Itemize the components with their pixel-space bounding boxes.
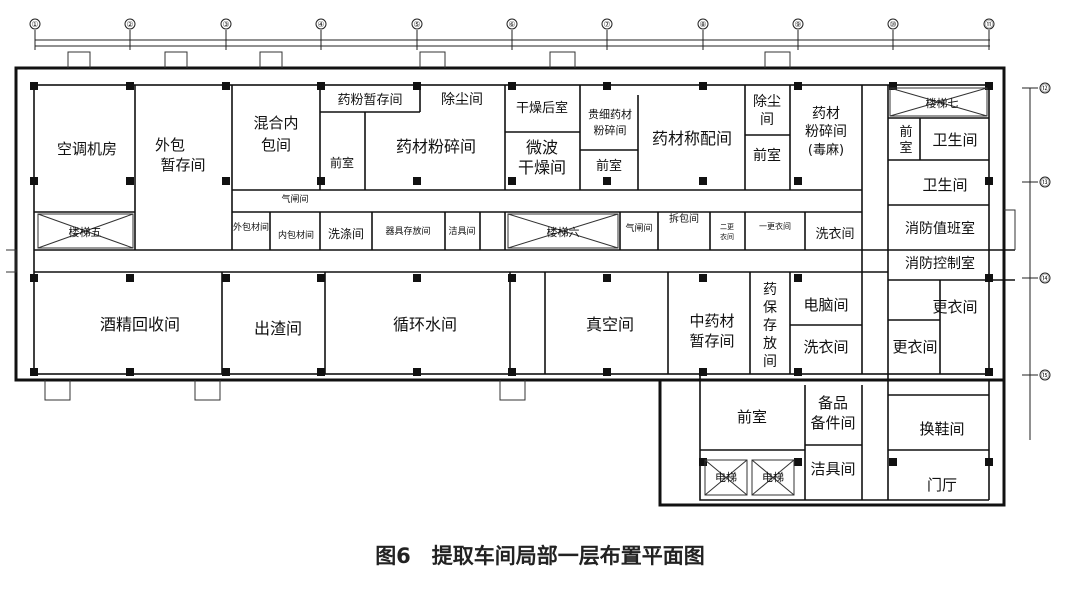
axis-label: ③ xyxy=(222,20,229,29)
room-dry-after: 干燥后室 xyxy=(516,100,568,116)
room-microwave-line2: 干燥间 xyxy=(518,158,566,177)
room-ante-4-line1: 前 xyxy=(899,124,912,140)
axis-label: ⑫ xyxy=(1041,84,1049,93)
room-ante-2: 前室 xyxy=(596,158,622,174)
axis-label: ① xyxy=(31,20,38,29)
axis-label: ⑨ xyxy=(794,20,801,29)
axis-label: ⑩ xyxy=(889,20,896,29)
top-axis-grid: ① ② ③ ④ ⑤ ⑥ ⑦ ⑧ ⑨ ⑩ ⑪ xyxy=(29,18,995,50)
room-fire-control: 消防控制室 xyxy=(905,255,975,272)
structural-columns xyxy=(30,82,993,466)
room-fire-duty: 消防值班室 xyxy=(905,220,975,237)
room-ac-room: 空调机房 xyxy=(57,140,117,158)
room-ante-1: 前室 xyxy=(330,155,354,170)
room-airlock-2: 气闸间 xyxy=(625,222,652,234)
room-outer-pack-line2: 暂存间 xyxy=(160,156,205,174)
room-tcm-line2: 暂存间 xyxy=(689,332,734,350)
room-change-b: 更衣间 xyxy=(892,338,937,356)
room-wc-2: 卫生间 xyxy=(922,176,967,194)
room-fine-store-2: 保 xyxy=(763,300,777,316)
room-mix-line2: 包间 xyxy=(261,136,291,154)
room-fine-store-1: 药 xyxy=(763,282,777,298)
room-change2-line2: 衣间 xyxy=(720,232,734,241)
stair-icons xyxy=(37,87,988,496)
room-toxic-line2: 粉碎间 xyxy=(805,124,847,140)
right-axis-grid: ⑫ ⑬ ⑭ ⑮ xyxy=(1022,82,1051,440)
room-wash: 洗涤间 xyxy=(328,227,364,241)
room-clean-tool-2: 洁具间 xyxy=(810,460,855,478)
axis-label: ⑮ xyxy=(1041,371,1049,380)
room-change1: 一更衣间 xyxy=(759,221,791,231)
room-mix-line1: 混合内 xyxy=(253,114,298,132)
room-laundry-1: 洗衣间 xyxy=(815,226,854,242)
room-airlock-1: 气闸间 xyxy=(281,193,308,205)
room-labels: 空调机房 外包 暂存间 混合内 包间 药粉暂存间 除尘间 干燥后室 贵细药材 粉… xyxy=(57,92,978,494)
room-fine-line2: 粉碎间 xyxy=(594,123,627,137)
room-change2-line1: 二更 xyxy=(720,223,734,231)
room-computer: 电脑间 xyxy=(803,296,848,314)
room-inner-clean: 内包材间 xyxy=(278,229,314,241)
room-toxic-line3: (毒麻) xyxy=(808,143,844,158)
door-swings xyxy=(6,51,1016,401)
room-fine-line1: 贵细药材 xyxy=(588,107,632,121)
room-spare-line2: 备件间 xyxy=(810,414,855,432)
axis-label: ⑦ xyxy=(603,20,610,29)
axis-label: ⑭ xyxy=(1041,274,1049,283)
axis-label: ⑪ xyxy=(985,20,993,29)
room-vacuum: 真空间 xyxy=(586,315,634,334)
room-clean-tool-1: 洁具间 xyxy=(448,225,475,237)
room-ante-3: 前室 xyxy=(753,147,781,164)
room-hall: 门厅 xyxy=(927,476,957,494)
axis-label: ② xyxy=(126,20,133,29)
figure-caption: 图6 提取车间局部一层布置平面图 xyxy=(375,544,705,568)
room-tool-store: 器具存放间 xyxy=(385,225,430,237)
room-alcohol: 酒精回收间 xyxy=(100,315,180,334)
room-powder-store: 药粉暂存间 xyxy=(337,93,402,108)
room-fine-store-4: 放 xyxy=(763,336,777,352)
building-walls xyxy=(14,66,1015,507)
room-dust-2-line1: 除尘 xyxy=(753,94,781,110)
room-herb-crush: 药材粉碎间 xyxy=(396,137,476,156)
axis-label: ⑧ xyxy=(699,20,706,29)
room-spare-line1: 备品 xyxy=(818,394,848,412)
room-ante-5: 前室 xyxy=(737,408,767,426)
room-change-a: 更衣间 xyxy=(932,298,977,316)
room-circ-water: 循环水间 xyxy=(393,315,457,334)
room-ante-4-line2: 室 xyxy=(899,140,912,156)
room-residue: 出渣间 xyxy=(254,319,302,338)
room-laundry-2: 洗衣间 xyxy=(803,338,848,356)
room-outer-pack-line1: 外包 xyxy=(155,136,185,154)
room-unpack: 拆包间 xyxy=(669,212,699,225)
room-shoe: 换鞋间 xyxy=(919,420,964,438)
room-wc-1: 卫生间 xyxy=(932,131,977,149)
axis-label: ⑥ xyxy=(508,20,515,29)
axis-label: ⑬ xyxy=(1041,178,1049,187)
floor-plan: ① ② ③ ④ ⑤ ⑥ ⑦ ⑧ ⑨ ⑩ ⑪ xyxy=(6,18,1051,507)
room-elevator-2: 电梯 xyxy=(762,471,784,484)
axis-label: ⑤ xyxy=(413,20,420,29)
room-dust-1: 除尘间 xyxy=(441,92,483,108)
room-elevator-1: 电梯 xyxy=(715,471,737,484)
room-dust-2-line2: 间 xyxy=(760,112,774,128)
axis-label: ④ xyxy=(317,20,324,29)
room-stair-5: 楼梯五 xyxy=(69,225,102,239)
room-toxic-line1: 药材 xyxy=(812,106,840,122)
room-microwave-line1: 微波 xyxy=(526,138,558,157)
room-fine-store-5: 间 xyxy=(763,354,777,370)
room-tcm-line1: 中药材 xyxy=(689,312,734,330)
room-stair-6: 楼梯六 xyxy=(547,225,580,239)
room-weigh: 药材称配间 xyxy=(652,129,732,148)
room-fine-store-3: 存 xyxy=(763,318,777,334)
room-outer-clean: 外包材间 xyxy=(233,221,269,233)
room-stair-7: 楼梯七 xyxy=(926,96,959,110)
